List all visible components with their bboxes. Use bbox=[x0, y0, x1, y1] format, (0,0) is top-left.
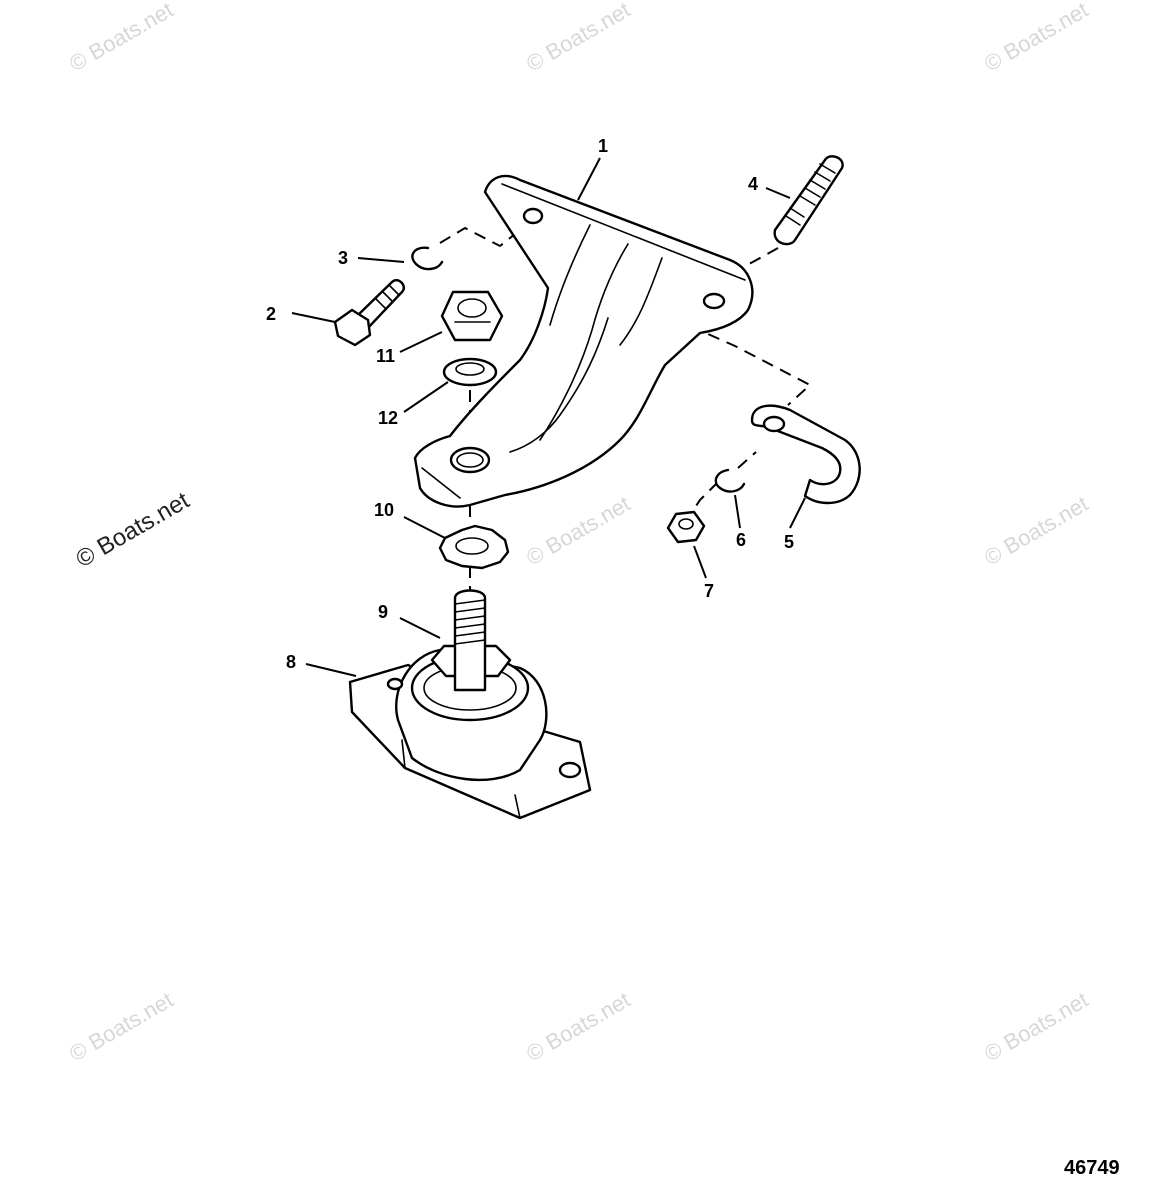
part-3-lock-washer bbox=[411, 246, 444, 271]
callout-12: 12 bbox=[378, 408, 398, 428]
part-11-hex-nut bbox=[440, 290, 504, 342]
leader-8 bbox=[305, 663, 357, 677]
callout-11: 11 bbox=[376, 346, 395, 366]
callout-10: 10 bbox=[374, 500, 394, 520]
lock-washer-12-bore bbox=[455, 362, 485, 376]
bracket-flange-edge bbox=[501, 183, 746, 281]
mount-base-front-edge bbox=[401, 739, 521, 819]
callout-6: 6 bbox=[736, 530, 746, 550]
figure-number: 46749 bbox=[1064, 1157, 1120, 1179]
bolt-2-shank bbox=[353, 278, 406, 332]
bracket-rib-left bbox=[549, 224, 591, 326]
watermark-featured: © Boats.net bbox=[72, 487, 195, 573]
watermark-bottom-center: © Boats.net bbox=[522, 987, 634, 1066]
leader-5 bbox=[789, 497, 806, 529]
leader-4 bbox=[765, 187, 791, 199]
part-9-stud-nut bbox=[430, 589, 512, 692]
part-1-mount-bracket bbox=[413, 174, 754, 508]
nut-7-body bbox=[666, 510, 706, 544]
bolt-2-head bbox=[333, 308, 372, 347]
leader-1 bbox=[577, 157, 601, 201]
callout-9: 9 bbox=[378, 602, 388, 622]
part-4-threaded-stud bbox=[773, 155, 844, 246]
watermark-middle-right: © Boats.net bbox=[980, 491, 1092, 570]
bracket-rib-inner bbox=[509, 317, 609, 453]
assembly-line-hardware-6-7 bbox=[689, 481, 719, 516]
watermark-layer: © Boats.net © Boats.net © Boats.net © Bo… bbox=[65, 0, 1092, 1066]
leader-2 bbox=[291, 312, 336, 323]
stud-4-threads bbox=[785, 163, 836, 226]
callout-2: 2 bbox=[266, 304, 276, 324]
watermark-middle-center: © Boats.net bbox=[522, 491, 634, 570]
tab-washer-10-body bbox=[438, 524, 510, 570]
part-7-hex-nut bbox=[666, 510, 706, 544]
leader-3 bbox=[357, 257, 405, 263]
watermark-bottom-right: © Boats.net bbox=[980, 987, 1092, 1066]
watermark-top-right: © Boats.net bbox=[980, 0, 1092, 76]
bracket-rib-right bbox=[619, 257, 663, 346]
leader-6 bbox=[734, 494, 741, 529]
nut-11-bore bbox=[457, 298, 487, 318]
lock-washer-6-ring bbox=[714, 468, 746, 493]
mount-base-hole-right bbox=[558, 761, 582, 779]
callout-4: 4 bbox=[748, 174, 758, 194]
lock-washer-12-ring bbox=[442, 357, 498, 387]
bolt-2-threads bbox=[374, 284, 400, 310]
watermark-top-left: © Boats.net bbox=[65, 0, 177, 76]
tab-washer-10-bore bbox=[455, 537, 489, 555]
watermark-top-center: © Boats.net bbox=[522, 0, 634, 76]
lock-washer-3-ring bbox=[411, 246, 444, 271]
nut-11-body bbox=[440, 290, 504, 342]
bracket-body bbox=[413, 174, 754, 508]
callout-5: 5 bbox=[784, 532, 794, 552]
part-10-tab-washer bbox=[438, 524, 510, 570]
assembly-line-clamp-5 bbox=[689, 325, 812, 406]
bracket-rib-center bbox=[539, 243, 629, 441]
mount-base-hole-left bbox=[386, 677, 404, 691]
callout-7: 7 bbox=[704, 581, 714, 601]
leader-12 bbox=[403, 381, 449, 413]
stud-9-threads bbox=[454, 599, 486, 645]
callout-1: 1 bbox=[598, 136, 608, 156]
bracket-hole-top-right bbox=[702, 292, 726, 310]
callout-labels: 1 2 3 4 5 6 7 8 9 10 11 12 bbox=[266, 136, 794, 672]
part-6-lock-washer bbox=[714, 468, 746, 493]
callout-8: 8 bbox=[286, 652, 296, 672]
leader-10 bbox=[403, 516, 446, 539]
leader-lines bbox=[291, 157, 806, 677]
bracket-foot-edge bbox=[421, 467, 461, 499]
leader-9 bbox=[399, 617, 441, 639]
bracket-hole-foot-inner bbox=[456, 452, 484, 468]
leader-7 bbox=[693, 545, 707, 579]
assembly-line-clamp-hole bbox=[737, 451, 757, 469]
part-2-hex-bolt bbox=[333, 278, 406, 347]
leader-11 bbox=[399, 331, 443, 353]
part-5-clamp bbox=[750, 404, 861, 505]
clamp-5-hole bbox=[762, 415, 786, 433]
bracket-hole-foot bbox=[449, 446, 491, 474]
stud-9-shaft bbox=[453, 589, 487, 692]
assembly-line-stud-4 bbox=[741, 247, 779, 269]
stud-4-body bbox=[773, 155, 844, 246]
callout-3: 3 bbox=[338, 248, 348, 268]
nut-7-bore bbox=[678, 518, 694, 530]
bracket-hole-top-left bbox=[522, 207, 544, 225]
part-12-lock-washer bbox=[442, 357, 498, 387]
watermark-bottom-left: © Boats.net bbox=[65, 987, 177, 1066]
